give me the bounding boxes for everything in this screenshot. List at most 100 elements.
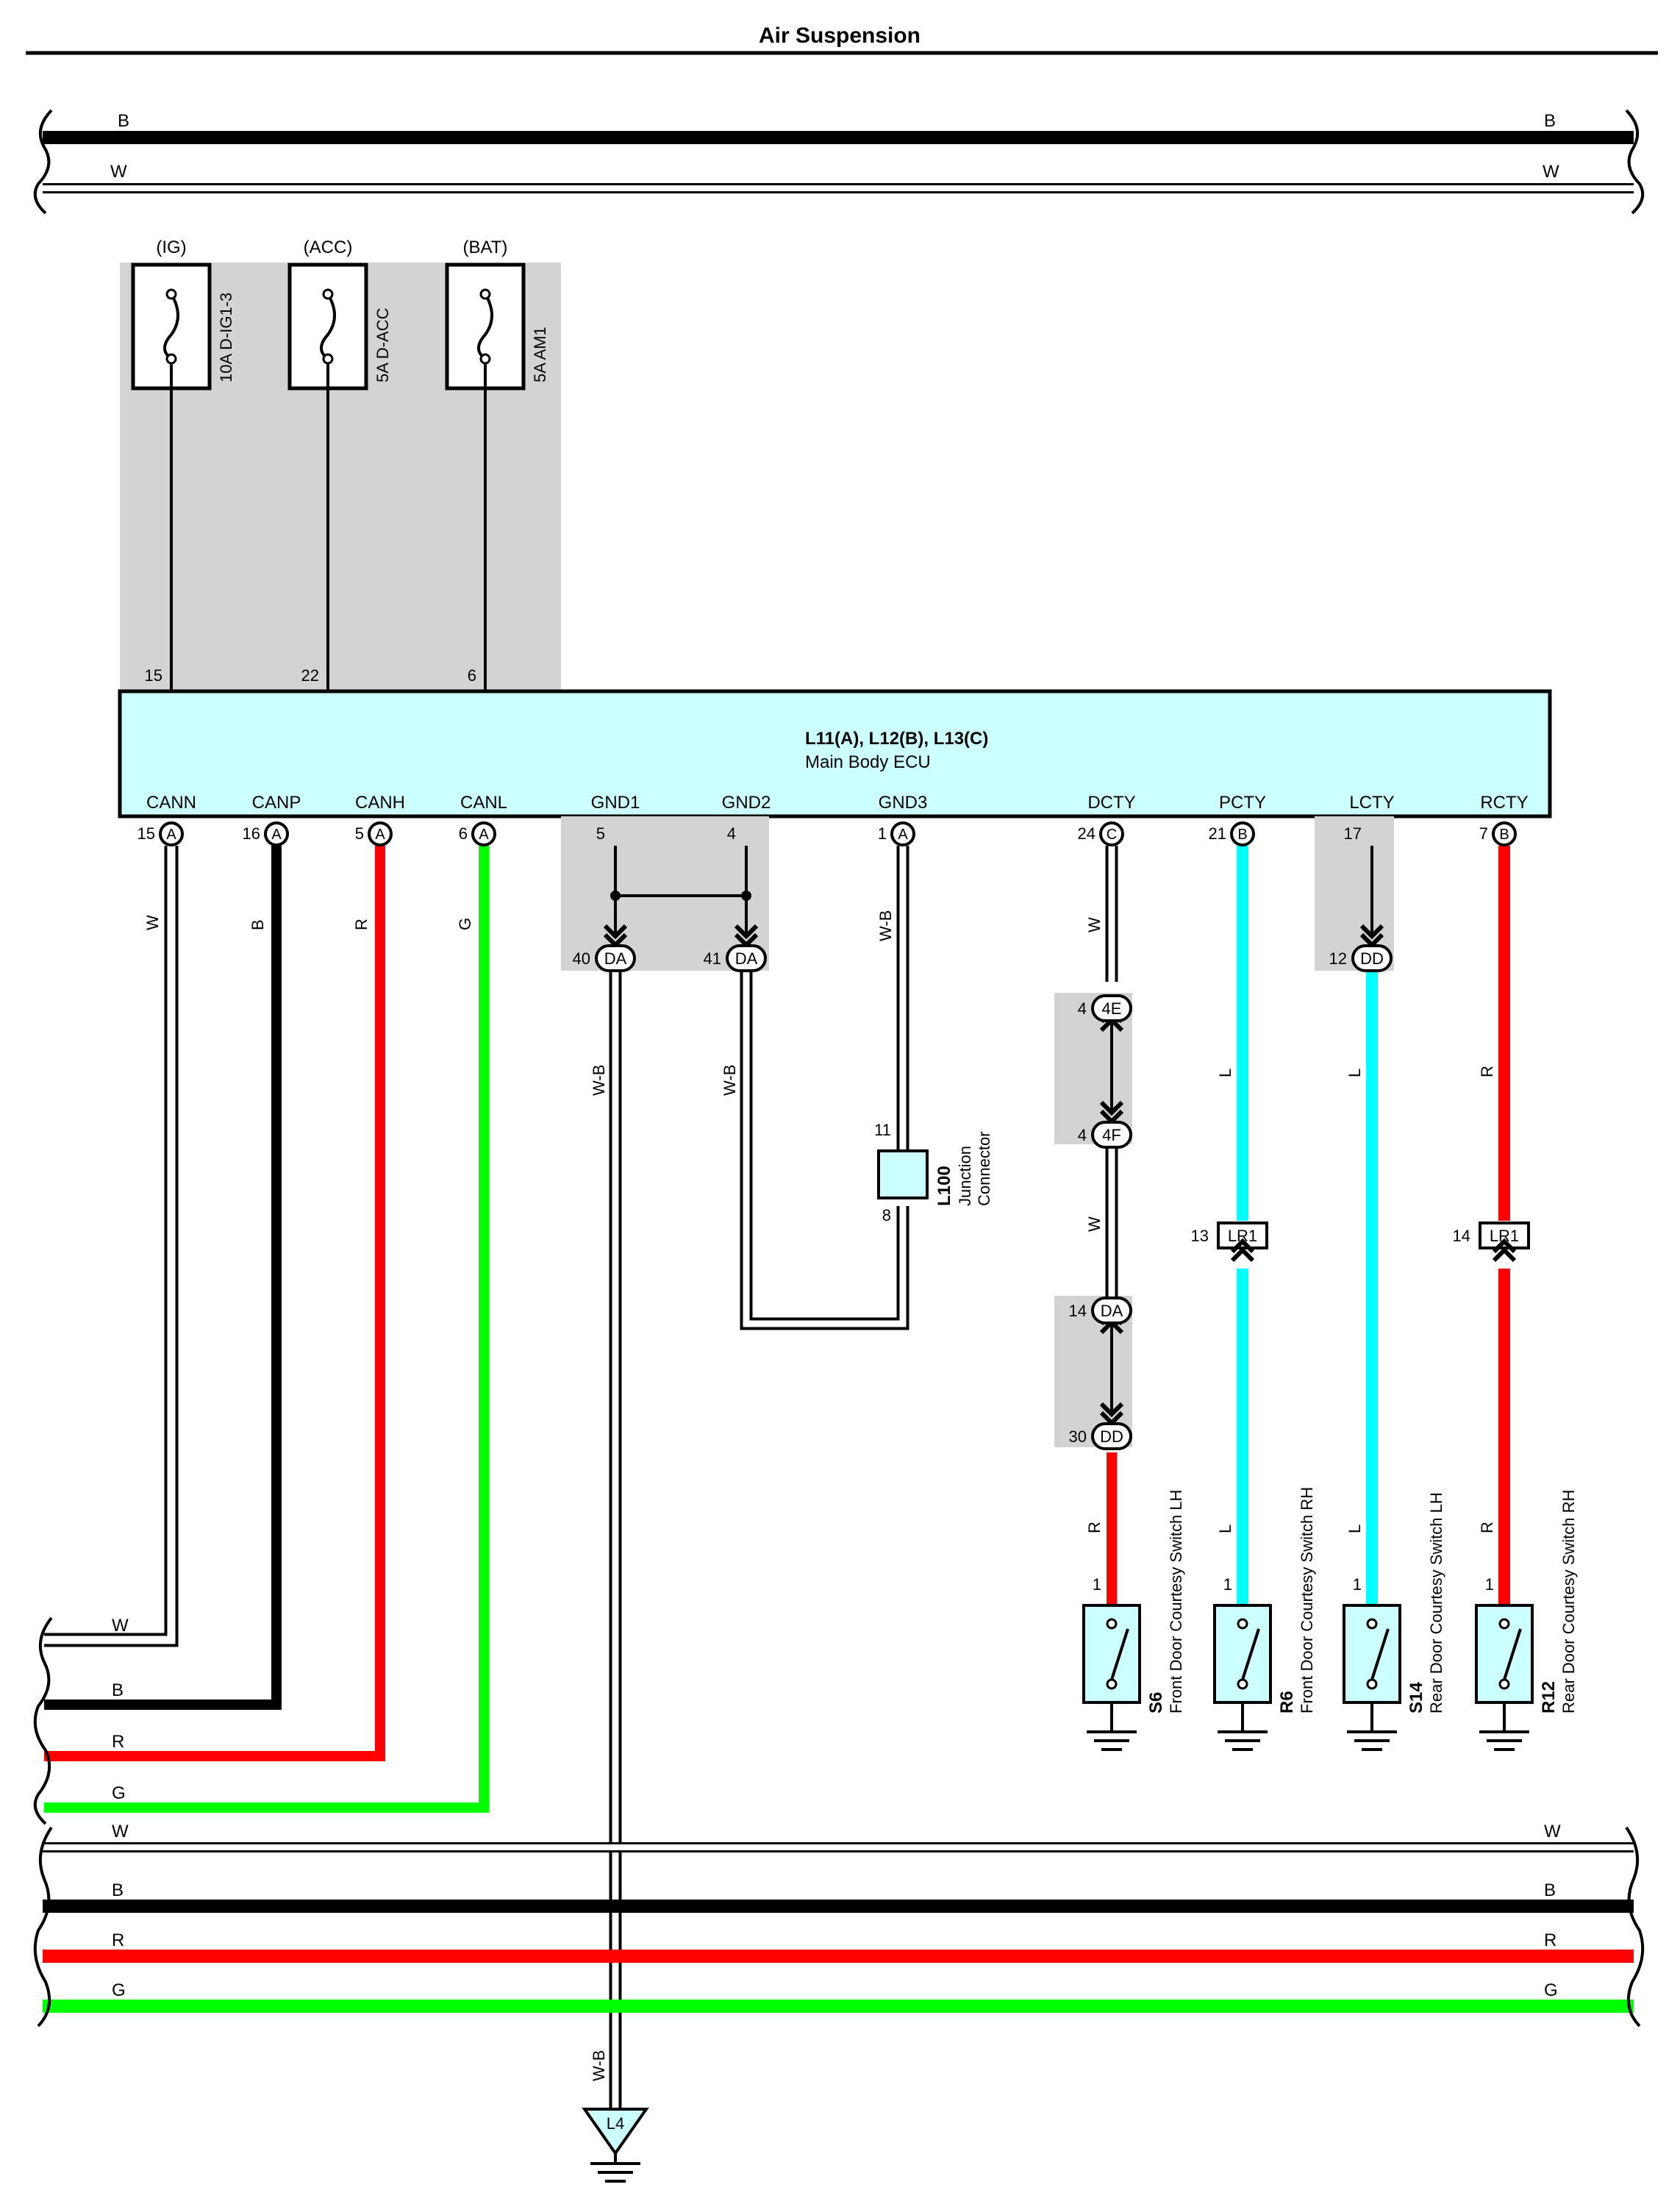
switch-contact-bottom-3 <box>1498 1678 1510 1690</box>
fuse-group: (IG)10A D-IG1-315IG(ACC)5A D-ACC22ACC(BA… <box>131 238 549 719</box>
ecu-pin-connector-canp <box>264 821 289 846</box>
fuse-element-icon-2 <box>477 293 493 360</box>
fuse-pin-1: 22 <box>301 666 319 685</box>
switch-id-s6: S6 <box>1146 1692 1166 1713</box>
ecu-pin-connector-rcty <box>1492 821 1517 846</box>
ecu-pin-number-cann: 15 <box>137 824 155 843</box>
can-wire-canh <box>44 846 385 1761</box>
ecu-connectors: L11(A), L12(B), L13(C) <box>805 729 988 749</box>
junction-id: L100 <box>934 1166 954 1206</box>
switch-contact-bottom-0 <box>1106 1678 1118 1690</box>
joint-pin-0: 40 <box>573 949 590 968</box>
ecu-pin-connector-pcty-label: B <box>1237 827 1247 843</box>
switch-name-s6: Front Door Courtesy Switch LH <box>1167 1490 1185 1713</box>
switch-id-s14: S14 <box>1406 1682 1426 1713</box>
gnd-main-wire-label: W-B <box>590 1065 608 1096</box>
top-bus-label-w-left: W <box>110 162 127 182</box>
pcty-wire-label-1: L <box>1216 1069 1234 1077</box>
ecu-pin-number-canp: 16 <box>243 824 260 843</box>
ecu-pin-number-canl: 6 <box>459 824 468 843</box>
ecu-pin-number-gnd3: 1 <box>878 824 887 843</box>
ecu-pin-name-gnd3: GND3 <box>879 793 928 813</box>
bottom-bus-label-right-2: R <box>1544 1930 1556 1950</box>
ecu-pin-name-canp: CANP <box>252 793 301 813</box>
switch-contact-bottom-1 <box>1237 1678 1248 1690</box>
bottom-bus-label-left-3: G <box>112 1980 126 2000</box>
ecu-pin-connector-cann <box>159 821 184 846</box>
ecu-pin-connector-canp-label: A <box>271 827 282 843</box>
dcty-wire-label-2: W <box>1085 1216 1104 1232</box>
junction-pin-bottom: 8 <box>882 1206 891 1224</box>
gnd-bridge-dot-1 <box>610 891 621 901</box>
joint-pin-5: 14 <box>1069 1302 1087 1320</box>
switch-name-r6: Front Door Courtesy Switch RH <box>1298 1487 1316 1713</box>
ecu-pin-number-gnd2: 4 <box>727 824 736 843</box>
ecu-pin-number-gnd1: 5 <box>596 824 605 843</box>
fuse-rating-2: 5A AM1 <box>531 327 549 382</box>
can-wire-cann-outline <box>44 846 179 1647</box>
switch-contact-top-3 <box>1498 1618 1510 1630</box>
ecu-pin-connector-canh-label: A <box>375 827 385 843</box>
dcty-wire-label-1: W <box>1085 917 1104 932</box>
page-title: Air Suspension <box>759 24 921 48</box>
top-bus-break-right <box>1625 109 1645 215</box>
joint-connector-5-label: DA <box>1101 1302 1123 1320</box>
bottom-bus-short-break-icon <box>33 1616 53 1825</box>
switch-blade-2 <box>1370 1628 1390 1680</box>
bottom-bus-short-label-3: G <box>112 1783 126 1803</box>
bottom-bus-label-left-2: R <box>112 1930 124 1950</box>
bottom-bus-short-label-1: B <box>112 1680 124 1700</box>
ecu-pin-connector-gnd3 <box>890 821 915 846</box>
joint-connector-1-label: DA <box>735 949 758 968</box>
gnd-shade <box>561 816 769 971</box>
switch-contact-bottom-2 <box>1366 1678 1378 1690</box>
rcty-wire-label-1: R <box>1478 1066 1496 1077</box>
fuse-terminal-bottom-1 <box>322 353 334 365</box>
switch-name-s14: Rear Door Courtesy Switch LH <box>1427 1492 1445 1713</box>
joint-connector-3-label: 4E <box>1102 999 1122 1018</box>
fuse-source-2: (BAT) <box>463 238 508 257</box>
ecu-pin-connector-cann-label: A <box>166 827 176 843</box>
lcty-wire-label-2: L <box>1345 1524 1364 1533</box>
joint-connector-4 <box>1091 1121 1132 1149</box>
fuse-element-icon-1 <box>320 293 336 360</box>
switch-contact-top-2 <box>1366 1618 1378 1630</box>
ecu-pin-name-pcty: PCTY <box>1219 793 1266 813</box>
joint-connector-2-label: DD <box>1360 949 1384 968</box>
ecu-pin-connector-dcty <box>1099 821 1124 846</box>
switch-contact-top-0 <box>1106 1618 1118 1630</box>
switch-pin-s6: 1 <box>1093 1575 1101 1594</box>
joint-connector-3 <box>1091 994 1132 1022</box>
switch-blade-3 <box>1503 1628 1522 1680</box>
fuse-pin-0: 15 <box>145 666 162 685</box>
bottom-bus-label-right-0: W <box>1544 1822 1561 1841</box>
bottom-bus-label-right-3: G <box>1544 1980 1558 2000</box>
switch-pin-r12: 1 <box>1485 1575 1494 1594</box>
can-wire-canl <box>44 846 489 1813</box>
fuse-source-1: (ACC) <box>304 238 353 257</box>
ecu-pin-name-dcty: DCTY <box>1087 793 1135 813</box>
bottom-bus-short-label-2: R <box>112 1732 124 1752</box>
bottom-bus-label-left-0: W <box>112 1822 129 1841</box>
can-wire-label-canp: B <box>249 919 267 930</box>
bottom-bus-break-left-icon <box>33 1826 53 2028</box>
gnd2-loop-label: W-B <box>721 1065 739 1096</box>
ecu-pin-connector-gnd3-label: A <box>898 827 908 843</box>
joint-connector-6-label: DD <box>1100 1427 1123 1446</box>
ground-l4-label: L4 <box>607 2114 624 2133</box>
can-wire-label-cann: W <box>143 915 162 930</box>
fuse-pin-2: 6 <box>468 666 476 685</box>
lr1-pin-0: 13 <box>1191 1227 1209 1245</box>
ecu-pin-connector-canl-label: A <box>479 827 489 843</box>
switch-contact-top-1 <box>1237 1618 1248 1630</box>
fuse-terminal-bottom-2 <box>479 353 491 365</box>
fuse-terminal-top-0 <box>165 288 177 300</box>
ground-l4-triangle <box>582 2108 649 2156</box>
ecu-pin-connector-rcty-label: B <box>1499 827 1509 843</box>
ecu-pin-connector-canl <box>471 821 496 846</box>
ecu-pin-name-gnd2: GND2 <box>722 793 771 813</box>
